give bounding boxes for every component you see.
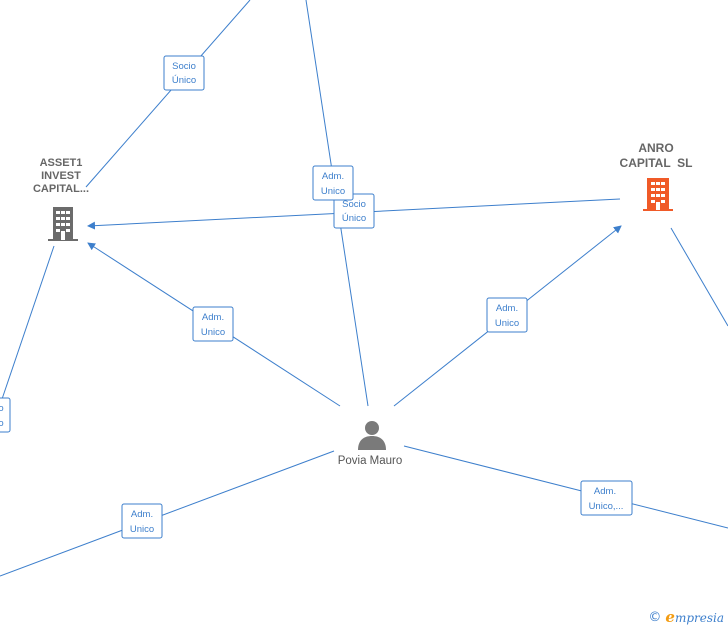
edge-label-adm-unico-bottom-right: Adm. Unico,... — [580, 480, 633, 516]
edge-asset1-to-top — [85, 0, 251, 188]
brand-wordmark: empresia — [665, 608, 724, 626]
edge-asset1-to-left — [0, 245, 55, 406]
edge-label-adm-unico-center: Adm. Unico — [312, 165, 354, 201]
company-label-line: ASSET1 — [39, 157, 83, 169]
edge-label-left-partial: o o — [0, 397, 11, 433]
person-icon[interactable] — [358, 421, 386, 450]
copyright-symbol: © — [648, 609, 662, 625]
svg-text:Socio: Socio — [172, 61, 196, 72]
edge-label-adm-unico-bottom-left: Adm. Unico — [121, 503, 163, 539]
svg-text:Unico: Unico — [495, 318, 519, 329]
svg-text:Unico: Unico — [201, 327, 225, 338]
company-label-asset1[interactable]: ASSET1 INVEST CAPITAL... — [20, 157, 102, 196]
company-label-anro[interactable]: ANRO CAPITAL SL — [608, 141, 704, 171]
svg-text:Adm.: Adm. — [322, 171, 344, 182]
edge-anro-to-right — [670, 227, 728, 327]
company-label-line: INVEST — [41, 170, 81, 182]
company-label-line: ANRO — [638, 141, 674, 155]
brand-logo: © empresia — [648, 608, 724, 626]
edge-label-adm-unico-left: Adm. Unico — [192, 306, 234, 342]
company-label-line: CAPITAL... — [32, 183, 89, 195]
building-icon[interactable] — [48, 207, 78, 241]
svg-text:o: o — [0, 403, 4, 414]
svg-text:Adm.: Adm. — [496, 303, 518, 314]
edge-person-to-bottom-left — [0, 450, 335, 577]
svg-text:Unico,...: Unico,... — [589, 501, 624, 512]
edge-label-socio-unico-top: Socio Único — [163, 55, 205, 91]
person-label[interactable]: Povia Mauro — [337, 455, 403, 467]
svg-text:Unico: Unico — [321, 186, 345, 197]
building-icon[interactable] — [643, 178, 673, 211]
brand-initial: e — [665, 608, 675, 626]
edge-person-to-bottom-right — [403, 445, 728, 529]
brand-name: mpresia — [674, 611, 724, 625]
edge-label-socio-unico-center: Socio Único — [333, 193, 375, 229]
svg-text:o: o — [0, 418, 4, 429]
svg-text:Único: Único — [342, 213, 366, 224]
edge-label-adm-unico-right: Adm. Unico — [486, 297, 528, 333]
svg-text:Socio: Socio — [342, 199, 366, 210]
svg-text:Adm.: Adm. — [594, 486, 616, 497]
company-label-line: CAPITAL SL — [619, 156, 693, 170]
svg-text:Unico: Unico — [130, 524, 154, 535]
svg-text:Adm.: Adm. — [131, 509, 153, 520]
svg-text:Adm.: Adm. — [202, 312, 224, 323]
svg-text:Único: Único — [172, 75, 196, 86]
